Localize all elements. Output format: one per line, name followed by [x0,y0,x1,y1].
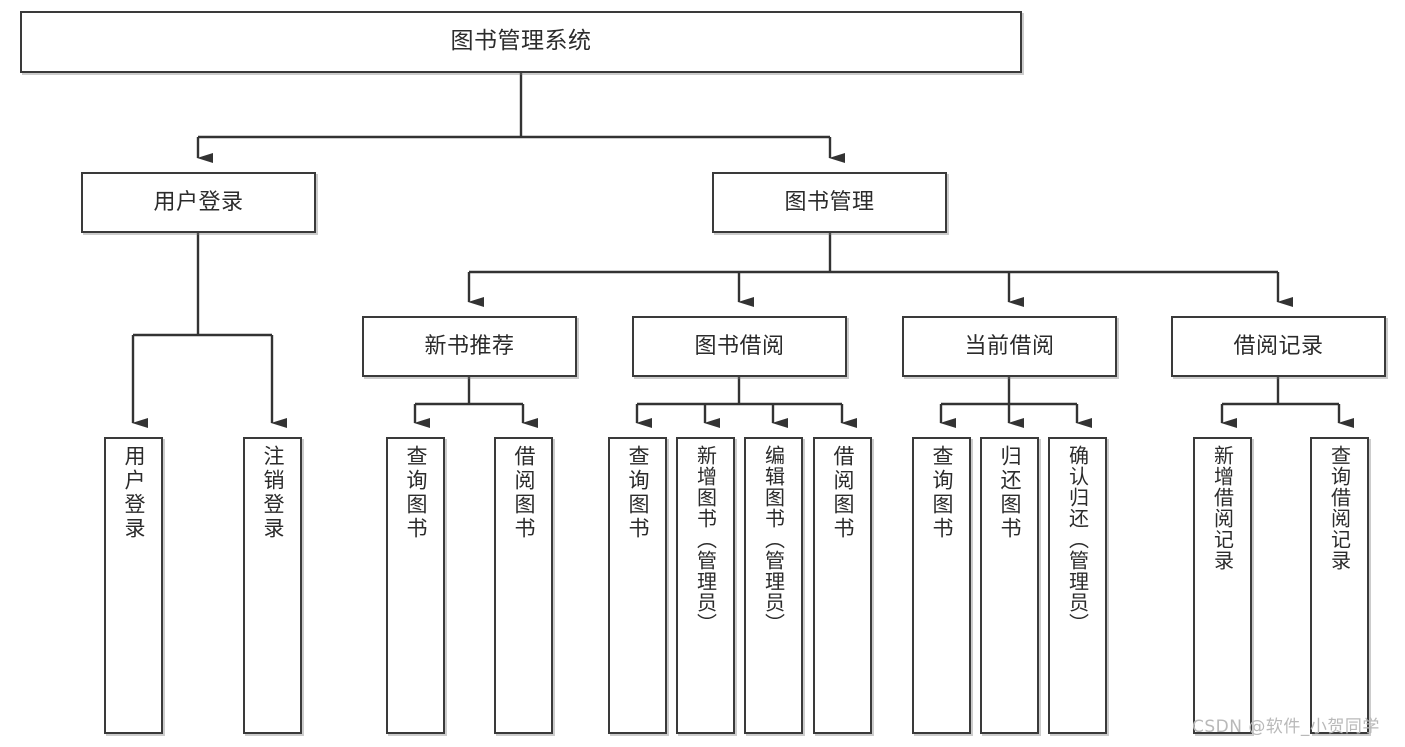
node-label: 用户登录 [153,189,244,215]
node-book-management[interactable]: 图书管理 [712,172,947,233]
node-label: 新增借阅记录 [1210,445,1235,571]
node-label: 用户登录 [122,445,146,541]
node-leaf-add-book-admin[interactable]: 新增图书（管理员） [676,437,735,734]
node-label: 查询图书 [930,445,954,541]
node-leaf-query-books-borrow[interactable]: 查询图书 [608,437,667,734]
node-label: 查询借阅记录 [1327,445,1352,571]
node-new-book-recommendation[interactable]: 新书推荐 [362,316,577,377]
node-label: 查询图书 [626,445,650,541]
node-leaf-borrow-books[interactable]: 借阅图书 [813,437,872,734]
node-leaf-logout[interactable]: 注销登录 [243,437,302,734]
node-root-book-management-system[interactable]: 图书管理系统 [20,11,1022,73]
node-leaf-add-borrow-record[interactable]: 新增借阅记录 [1193,437,1252,734]
node-label: 图书借阅 [694,333,785,359]
node-label: 确认归还（管理员） [1065,445,1090,634]
node-label: 新增图书（管理员） [693,445,718,634]
watermark-text: CSDN @软件_小贺同学 [1192,717,1380,737]
node-borrowing-records[interactable]: 借阅记录 [1171,316,1386,377]
node-label: 借阅记录 [1233,333,1324,359]
node-leaf-confirm-return-admin[interactable]: 确认归还（管理员） [1048,437,1107,734]
node-label: 新书推荐 [424,333,515,359]
node-label: 借阅图书 [512,445,536,541]
node-leaf-query-books-recommend[interactable]: 查询图书 [386,437,445,734]
node-user-login[interactable]: 用户登录 [81,172,316,233]
node-leaf-borrow-books-recommend[interactable]: 借阅图书 [494,437,553,734]
node-label: 编辑图书（管理员） [761,445,786,634]
node-leaf-query-borrow-record[interactable]: 查询借阅记录 [1310,437,1369,734]
node-leaf-user-login[interactable]: 用户登录 [104,437,163,734]
node-label: 图书管理 [784,189,875,215]
node-label: 当前借阅 [964,333,1055,359]
node-leaf-return-books[interactable]: 归还图书 [980,437,1039,734]
node-leaf-edit-book-admin[interactable]: 编辑图书（管理员） [744,437,803,734]
node-current-borrowing[interactable]: 当前借阅 [902,316,1117,377]
node-book-borrowing[interactable]: 图书借阅 [632,316,847,377]
node-label: 注销登录 [261,445,285,541]
node-leaf-query-books-current[interactable]: 查询图书 [912,437,971,734]
node-label: 查询图书 [404,445,428,541]
node-label: 归还图书 [998,445,1022,541]
node-label: 借阅图书 [831,445,855,541]
node-label: 图书管理系统 [450,28,592,55]
